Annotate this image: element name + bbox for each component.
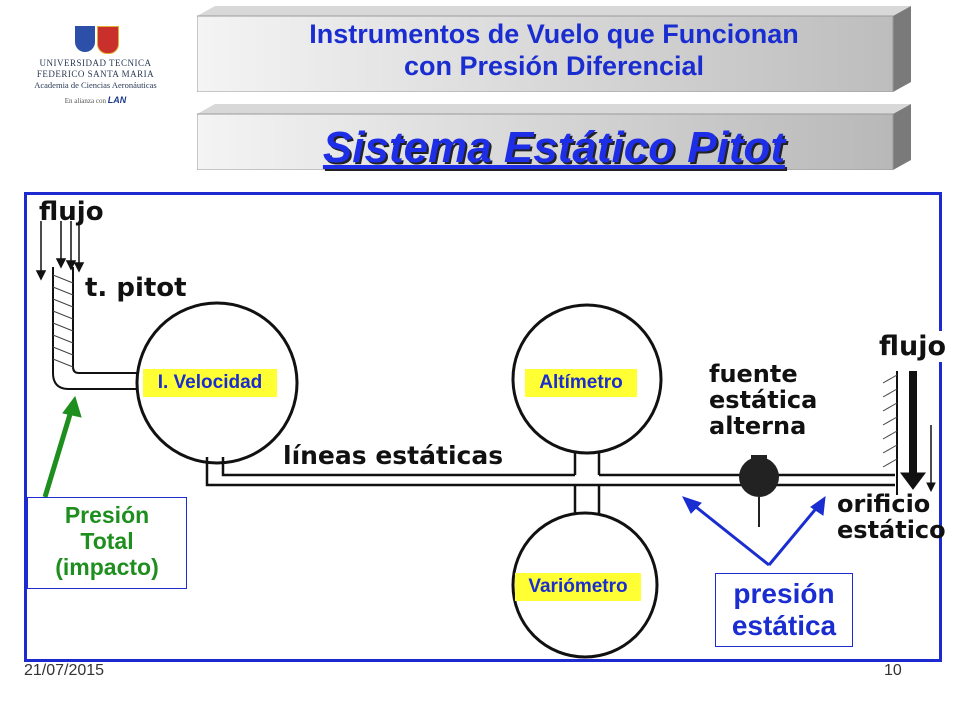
total-pressure-line-3: (impacto) (55, 554, 159, 580)
variometer-label: Variómetro (515, 573, 641, 601)
crest-icon (73, 26, 119, 56)
blue-arrows (682, 495, 826, 567)
static-port-label: orificio estático (837, 491, 946, 543)
title-bar: Instrumentos de Vuelo que Funcionan con … (197, 6, 911, 92)
diagram-panel: flujo t. pitot líneas estáticas fuente e… (24, 192, 947, 662)
university-logo: UNIVERSIDAD TECNICA FEDERICO SANTA MARIA… (18, 18, 173, 118)
static-port-line-2: estático (837, 516, 946, 544)
static-lines-label: líneas estáticas (283, 441, 504, 470)
subtitle-bar: Sistema Estático Pitot (197, 104, 911, 176)
green-arrow (42, 395, 82, 498)
fuselage-skin-hatch (882, 374, 898, 468)
page-title-line-1: Instrumentos de Vuelo que Funcionan (309, 19, 799, 49)
alternate-source-label: fuente estática alterna (709, 361, 817, 439)
alternate-source-line-1: fuente (709, 360, 798, 388)
footer-page-number: 10 (884, 662, 902, 679)
lan-logo: LAN (107, 95, 127, 105)
total-pressure-line-2: Total (80, 528, 134, 554)
pitot-tube-hatch (52, 274, 74, 368)
total-pressure-line-1: Presión (64, 502, 150, 528)
static-port-line-1: orificio (837, 490, 931, 518)
logo-line-3: Academia de Ciencias Aeronáuticas (34, 80, 157, 90)
logo-line-2: FEDERICO SANTA MARIA (36, 69, 155, 79)
altimeter-label: Altímetro (525, 369, 637, 397)
pitot-tube-label: t. pitot (85, 273, 187, 303)
total-pressure-box: Presión Total (impacto) (27, 497, 187, 589)
static-pressure-line-2: estática (731, 610, 837, 641)
logo-alliance-text: En alianza con (64, 97, 106, 105)
logo-line-1: UNIVERSIDAD TECNICA (39, 58, 152, 68)
static-pressure-line-1: presión (733, 578, 835, 609)
static-pressure-box: presión estática (715, 573, 853, 647)
alternate-source-line-3: alterna (709, 412, 807, 440)
title-bar-shape (197, 6, 911, 92)
footer-date: 21/07/2015 (24, 662, 105, 679)
alternate-static-valve (739, 455, 779, 527)
pitot-tube (52, 267, 139, 390)
page-title-line-2: con Presión Diferencial (403, 51, 705, 81)
subtitle: Sistema Estático Pitot (322, 123, 786, 172)
flow-arrows-left (35, 221, 85, 281)
flow-arrows-right (900, 371, 936, 493)
logo-line-4: En alianza con LAN (18, 95, 173, 107)
alternate-source-line-2: estática (709, 386, 818, 414)
flow-label-right: flujo (879, 331, 947, 362)
airspeed-indicator-label: I. Velocidad (143, 369, 277, 397)
flow-label-left: flujo (39, 197, 104, 227)
subtitle-bar-shape (197, 104, 911, 170)
